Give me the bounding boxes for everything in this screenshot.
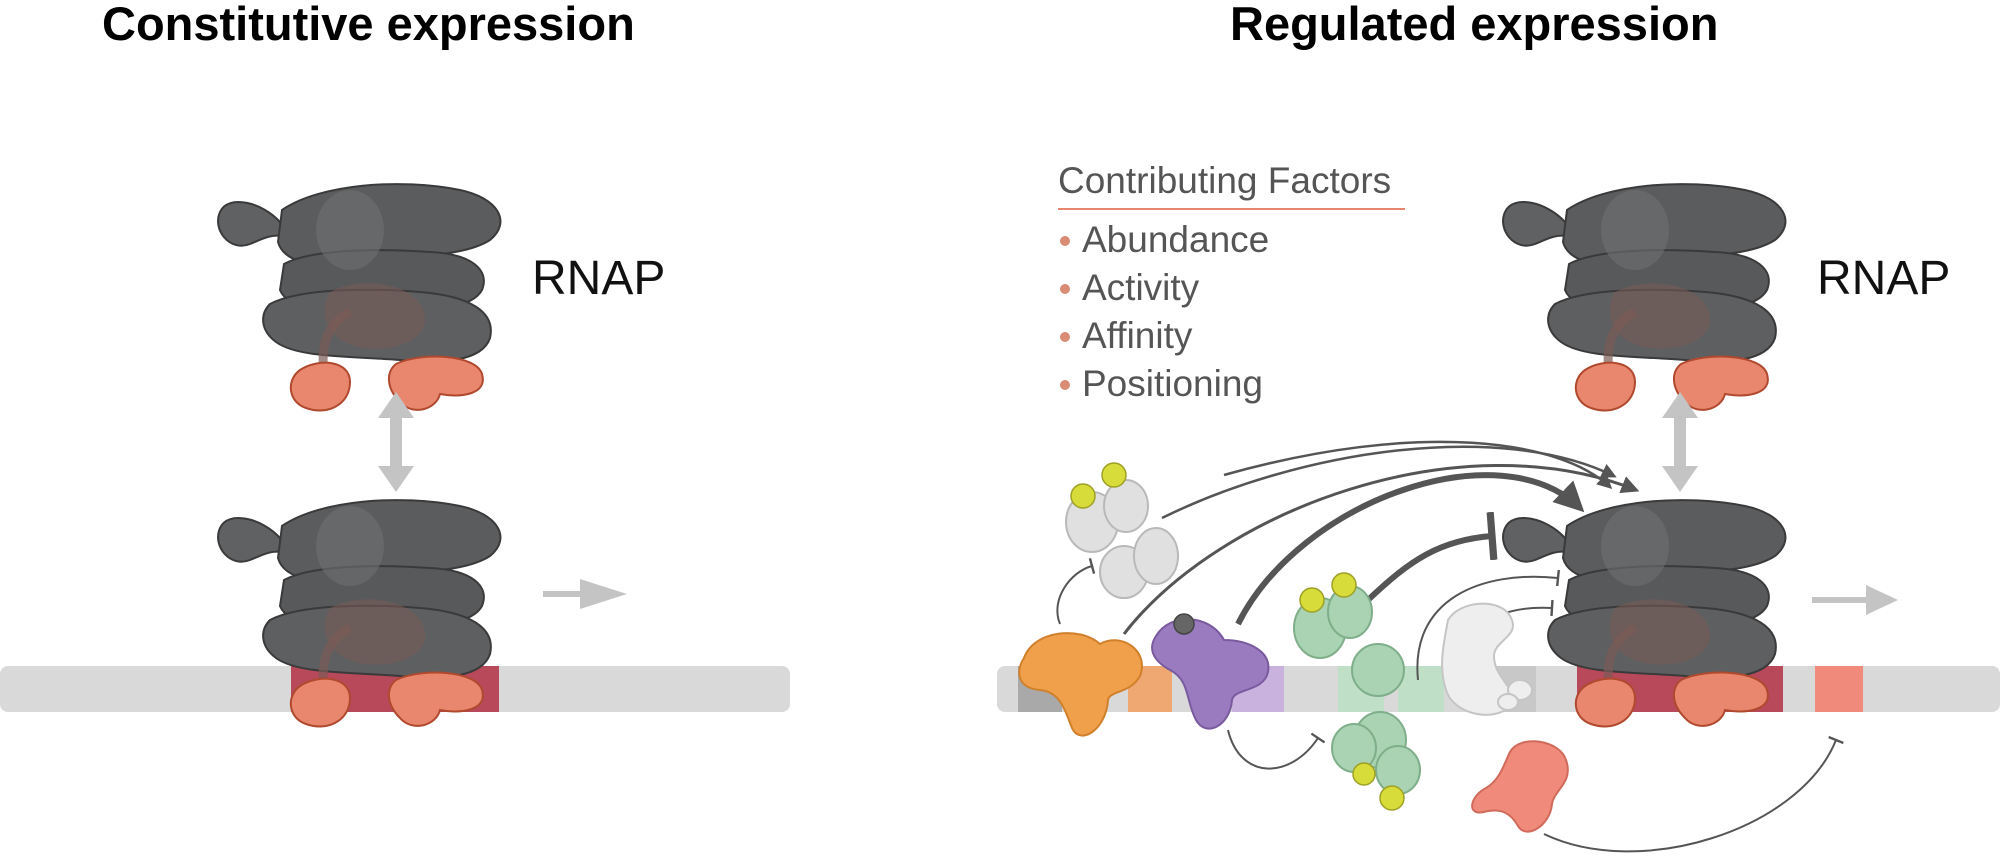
- title-regulated: Regulated expression: [1230, 0, 1719, 50]
- equilibrium-arrow-right: [1662, 392, 1698, 492]
- factor-label: Abundance: [1082, 219, 1270, 260]
- bullet-icon: [1060, 380, 1070, 390]
- regulator-salmon: [1471, 740, 1569, 833]
- contributing-factors-title: Contributing Factors: [1058, 160, 1406, 210]
- regulator-green-lower: [1331, 711, 1421, 811]
- contributing-factors-list: Abundance Activity Affinity Positioning: [1058, 216, 1448, 408]
- factor-item: Activity: [1058, 264, 1448, 312]
- equilibrium-arrow-left: [378, 392, 414, 492]
- rnap-label-left: RNAP: [532, 252, 666, 305]
- transcription-arrow-right: [1812, 585, 1898, 615]
- factor-item: Abundance: [1058, 216, 1448, 264]
- bullet-icon: [1060, 236, 1070, 246]
- regulatory-arrows: [1056, 440, 1844, 853]
- bullet-icon: [1060, 284, 1070, 294]
- transcription-arrow-left: [543, 579, 627, 609]
- bullet-icon: [1060, 332, 1070, 342]
- factor-label: Positioning: [1082, 363, 1264, 404]
- factor-item: Positioning: [1058, 360, 1448, 408]
- factor-label: Activity: [1082, 267, 1200, 308]
- regulator-orange: [1018, 632, 1143, 737]
- regulator-purple: [1151, 613, 1270, 730]
- regulator-green-upper: [1293, 572, 1405, 697]
- factor-label: Affinity: [1082, 315, 1193, 356]
- title-constitutive: Constitutive expression: [102, 0, 635, 50]
- rnap-free-right: [1503, 184, 1785, 410]
- factor-item: Affinity: [1058, 312, 1448, 360]
- regulator-white-right: [1441, 602, 1533, 716]
- rnap-label-right: RNAP: [1817, 252, 1951, 305]
- rnap-free-left: [218, 184, 500, 410]
- regulator-white-dimer: [1065, 462, 1179, 599]
- contributing-factors-box: Contributing Factors Abundance Activity …: [1058, 160, 1448, 408]
